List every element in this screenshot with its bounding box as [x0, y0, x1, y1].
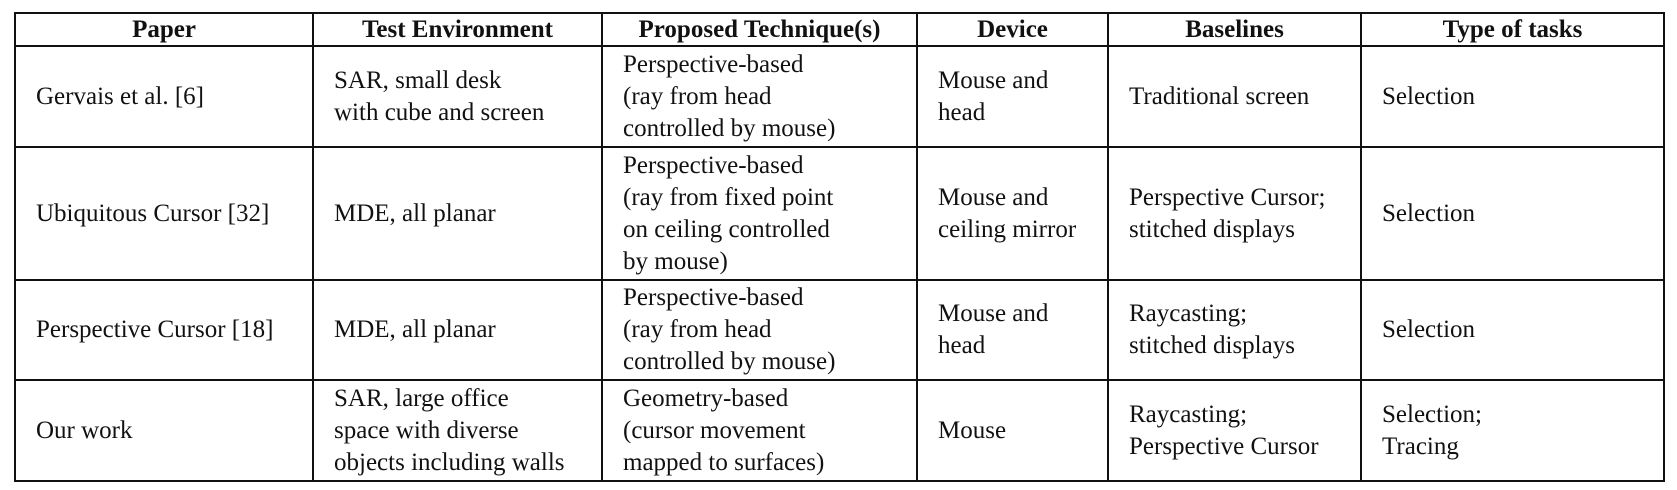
cell-text: Perspective Cursor; [1129, 183, 1326, 211]
cell-text: Mouse and [938, 183, 1049, 211]
cell-device: Mouse and ceiling mirror [916, 146, 1109, 281]
cell-text: Our work [36, 416, 133, 444]
cell-baselines: Perspective Cursor; stitched displays [1107, 146, 1362, 281]
cell-type-of-tasks: Selection [1360, 279, 1665, 381]
cell-text: mapped to surfaces) [623, 448, 825, 476]
header-type-of-tasks: Type of tasks [1360, 12, 1665, 47]
cell-text: Mouse [938, 416, 1007, 444]
cell-text: Raycasting; [1129, 400, 1248, 428]
table-row: Gervais et al. [6] SAR, small desk with … [14, 45, 1665, 148]
cell-test-environment: MDE, all planar [312, 279, 603, 381]
cell-test-environment: SAR, large office space with diverse obj… [312, 379, 603, 482]
cell-text: stitched displays [1129, 215, 1295, 243]
cell-text: Perspective-based [623, 284, 804, 311]
cell-text: head [938, 98, 986, 126]
cell-text: by mouse) [623, 247, 728, 275]
comparison-table: Paper Test Environment Proposed Techniqu… [14, 12, 1665, 482]
cell-text: Traditional screen [1129, 82, 1310, 110]
cell-text: Selection; [1382, 400, 1482, 428]
cell-test-environment: MDE, all planar [312, 146, 603, 281]
cell-type-of-tasks: Selection; Tracing [1360, 379, 1665, 482]
cell-text: ceiling mirror [938, 215, 1077, 243]
cell-text: Gervais et al. [6] [36, 82, 204, 110]
cell-text: controlled by mouse) [623, 114, 836, 142]
table-row: Perspective Cursor [18] MDE, all planar … [14, 279, 1665, 381]
cell-test-environment: SAR, small desk with cube and screen [312, 45, 603, 148]
table-row: Our work SAR, large office space with di… [14, 379, 1665, 482]
table-row: Ubiquitous Cursor [32] MDE, all planar P… [14, 146, 1665, 281]
header-proposed-techniques: Proposed Technique(s) [601, 12, 918, 47]
cell-text: Mouse and [938, 300, 1049, 327]
cell-baselines: Raycasting; stitched displays [1107, 279, 1362, 381]
header-baselines: Baselines [1107, 12, 1362, 47]
cell-text: SAR, small desk [334, 66, 502, 94]
cell-paper: Ubiquitous Cursor [32] [14, 146, 314, 281]
cell-text: SAR, large office [334, 384, 509, 412]
cell-text: Geometry-based [623, 384, 789, 412]
cell-type-of-tasks: Selection [1360, 45, 1665, 148]
cell-text: Perspective-based [623, 50, 804, 78]
cell-text: with cube and screen [334, 98, 545, 126]
cell-text: (ray from head [623, 82, 772, 110]
cell-type-of-tasks: Selection [1360, 146, 1665, 281]
cell-text: Perspective-based [623, 151, 804, 179]
cell-text: stitched displays [1129, 332, 1295, 359]
cell-text: Selection [1382, 199, 1476, 227]
cell-paper: Our work [14, 379, 314, 482]
header-test-environment: Test Environment [312, 12, 603, 47]
cell-text: Selection [1382, 82, 1476, 110]
cell-text: Selection [1382, 316, 1476, 343]
header-paper: Paper [14, 12, 314, 47]
cell-device: Mouse [916, 379, 1109, 482]
cell-text: Perspective Cursor [18] [36, 316, 274, 343]
cell-proposed-technique: Perspective-based (ray from fixed point … [601, 146, 918, 281]
cell-text: (cursor movement [623, 416, 806, 444]
cell-text: head [938, 332, 986, 359]
cell-text: Raycasting; [1129, 300, 1248, 327]
cell-proposed-technique: Perspective-based (ray from head control… [601, 279, 918, 381]
cell-proposed-technique: Geometry-based (cursor movement mapped t… [601, 379, 918, 482]
cell-text: (ray from fixed point [623, 183, 834, 211]
cell-paper: Perspective Cursor [18] [14, 279, 314, 381]
cell-text: space with diverse [334, 416, 519, 444]
cell-device: Mouse and head [916, 45, 1109, 148]
cell-text: on ceiling controlled [623, 215, 830, 243]
cell-text: Tracing [1382, 432, 1459, 460]
cell-text: MDE, all planar [334, 316, 496, 343]
header-device: Device [916, 12, 1109, 47]
cell-text: Mouse and [938, 66, 1049, 94]
cell-text: objects including walls [334, 448, 565, 476]
cell-baselines: Raycasting; Perspective Cursor [1107, 379, 1362, 482]
cell-proposed-technique: Perspective-based (ray from head control… [601, 45, 918, 148]
cell-text: Ubiquitous Cursor [32] [36, 199, 270, 227]
cell-text: Perspective Cursor [1129, 432, 1319, 460]
cell-paper: Gervais et al. [6] [14, 45, 314, 148]
cell-device: Mouse and head [916, 279, 1109, 381]
cell-baselines: Traditional screen [1107, 45, 1362, 148]
cell-text: (ray from head [623, 316, 772, 343]
header-row: Paper Test Environment Proposed Techniqu… [14, 12, 1665, 47]
cell-text: controlled by mouse) [623, 348, 836, 375]
cell-text: MDE, all planar [334, 199, 496, 227]
